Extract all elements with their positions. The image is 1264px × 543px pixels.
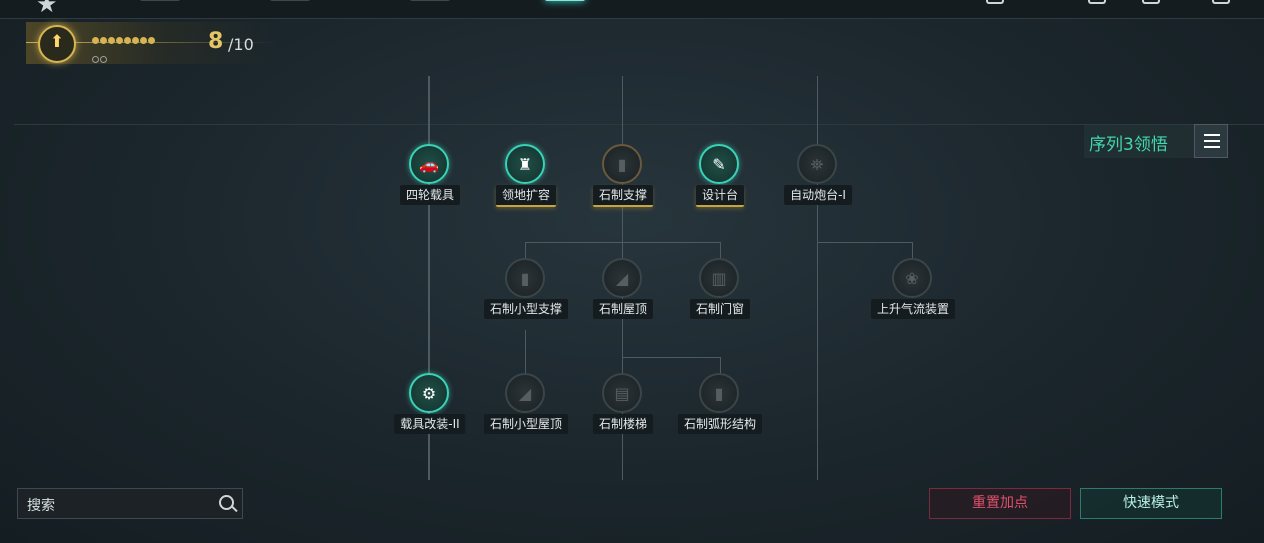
reset-points-button[interactable]: 重置加点 <box>929 488 1071 519</box>
blueprint-icon: ✎ <box>699 144 739 184</box>
piston-icon: ⚙ <box>409 373 449 413</box>
node-label: 设计台 <box>695 185 745 207</box>
node-stone-stairs[interactable]: ▤ 石制楼梯 <box>568 373 678 445</box>
level-dot <box>100 56 107 63</box>
roof-icon: ◢ <box>602 258 642 298</box>
node-four-wheel[interactable]: 🚗 四轮载具 <box>375 144 485 216</box>
tree-line <box>912 242 913 262</box>
node-label: 四轮载具 <box>399 185 461 205</box>
tree-line <box>720 357 721 377</box>
car-icon: 🚗 <box>409 144 449 184</box>
level-dot <box>100 37 107 44</box>
plus-icon[interactable] <box>1088 0 1106 4</box>
top-nav-bar: ★ <box>0 0 1264 19</box>
tree-line <box>817 242 912 243</box>
turret-icon: ⛯ <box>797 144 837 184</box>
level-dot <box>92 56 99 63</box>
pillar-icon: ▮ <box>602 144 642 184</box>
sequence-header: 序列3领悟 <box>1084 124 1228 158</box>
tree-line <box>817 76 818 480</box>
level-max: /10 <box>228 35 254 54</box>
node-label: 石制支撑 <box>592 185 654 207</box>
panel-divider <box>14 124 1264 125</box>
tab-1[interactable] <box>140 0 180 1</box>
node-stone-arch[interactable]: ▮ 石制弧形结构 <box>665 373 775 445</box>
node-label: 石制屋顶 <box>592 299 654 319</box>
level-dot <box>116 37 123 44</box>
level-up-icon[interactable] <box>38 25 76 63</box>
level-dot <box>148 37 155 44</box>
node-small-stone-support[interactable]: ▮ 石制小型支撑 <box>471 258 581 330</box>
node-label: 石制小型屋顶 <box>483 414 569 434</box>
node-label: 自动炮台-I <box>784 185 852 205</box>
level-current: 8 <box>208 29 224 54</box>
search-label: 搜索 <box>27 498 55 514</box>
fast-mode-button[interactable]: 快速模式 <box>1080 488 1222 519</box>
node-design-table[interactable]: ✎ 设计台 <box>665 144 775 216</box>
roof-icon: ◢ <box>505 373 545 413</box>
sequence-label: 序列3领悟 <box>1089 135 1168 155</box>
bag-icon[interactable] <box>986 0 1004 4</box>
tab-2[interactable] <box>270 0 310 1</box>
tab-active[interactable] <box>545 0 585 1</box>
tree-line <box>428 76 430 480</box>
pillar-icon: ▮ <box>505 258 545 298</box>
tree-line <box>525 330 526 376</box>
level-dot <box>132 37 139 44</box>
tree-line <box>622 357 720 358</box>
stairs-icon: ▤ <box>602 373 642 413</box>
node-label: 石制门窗 <box>689 299 751 319</box>
node-stone-roof[interactable]: ◢ 石制屋顶 <box>568 258 678 330</box>
pause-icon[interactable] <box>1142 0 1160 4</box>
node-label: 石制小型支撑 <box>483 299 569 319</box>
tab-3[interactable] <box>410 0 450 1</box>
level-progress: 8 /10 <box>26 22 276 64</box>
node-label: 石制弧形结构 <box>677 414 763 434</box>
arch-icon: ▮ <box>699 373 739 413</box>
tree-line <box>525 242 526 262</box>
menu-icon[interactable] <box>1194 124 1228 158</box>
level-dots <box>92 31 156 69</box>
node-territory[interactable]: ♜ 领地扩容 <box>471 144 581 216</box>
updraft-icon: ❀ <box>892 258 932 298</box>
door-icon: ▥ <box>699 258 739 298</box>
level-dot <box>108 37 115 44</box>
node-stone-door[interactable]: ▥ 石制门窗 <box>665 258 775 330</box>
search-icon[interactable] <box>219 495 234 510</box>
node-stone-support[interactable]: ▮ 石制支撑 <box>568 144 678 216</box>
search-input[interactable]: 搜索 <box>17 488 243 519</box>
node-label: 领地扩容 <box>495 185 557 207</box>
level-dot <box>124 37 131 44</box>
node-label: 载具改装-II <box>394 414 466 434</box>
star-icon[interactable]: ★ <box>36 0 58 18</box>
node-auto-turret[interactable]: ⛯ 自动炮台-I <box>763 144 873 216</box>
tree-line <box>525 242 720 243</box>
tower-icon: ♜ <box>505 144 545 184</box>
node-small-stone-roof[interactable]: ◢ 石制小型屋顶 <box>471 373 581 445</box>
back-icon[interactable] <box>1212 0 1230 4</box>
level-dot <box>140 37 147 44</box>
node-updraft[interactable]: ❀ 上升气流装置 <box>858 258 968 330</box>
node-vehicle-mod[interactable]: ⚙ 载具改装-II <box>375 373 485 445</box>
node-label: 石制楼梯 <box>592 414 654 434</box>
node-label: 上升气流装置 <box>870 299 956 319</box>
level-dot <box>92 37 99 44</box>
tree-line <box>720 242 721 262</box>
